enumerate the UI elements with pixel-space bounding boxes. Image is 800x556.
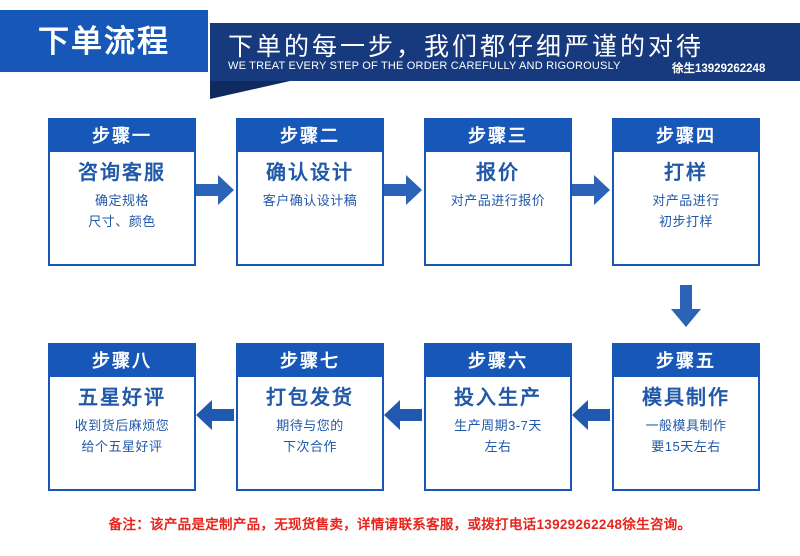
step-card-7: 步骤七 打包发货 期待与您的 下次合作 (236, 343, 384, 491)
arrow-down-4to5-icon (671, 285, 701, 327)
header-ribbon-band (210, 23, 800, 81)
step-5-badge: 步骤五 (614, 345, 758, 377)
step-5-badge-label: 步骤五 (656, 351, 716, 371)
step-3-body: 报价 对产品进行报价 (426, 152, 570, 221)
step-card-4: 步骤四 打样 对产品进行 初步打样 (612, 118, 760, 266)
step-3-badge: 步骤三 (426, 120, 570, 152)
header-title-badge: 下单流程 (0, 10, 208, 72)
step-3-line-1: 对产品进行报价 (450, 193, 546, 208)
step-1-badge-label: 步骤一 (92, 126, 152, 146)
step-7-line-1: 期待与您的 (276, 418, 344, 433)
step-8-body: 五星好评 收到货后麻烦您 给个五星好评 (50, 377, 194, 468)
arrow-left-6to7-icon (384, 400, 422, 430)
step-2-badge: 步骤二 (238, 120, 382, 152)
step-7-title: 打包发货 (266, 387, 354, 409)
step-4-title: 打样 (664, 162, 708, 184)
step-7-body: 打包发货 期待与您的 下次合作 (238, 377, 382, 468)
step-card-5: 步骤五 模具制作 一般模具制作 要15天左右 (612, 343, 760, 491)
step-1-body: 咨询客服 确定规格 尺寸、颜色 (50, 152, 194, 243)
step-1-line-2: 尺寸、颜色 (88, 214, 156, 230)
arrow-right-1to2-icon (196, 175, 234, 205)
step-7-badge: 步骤七 (238, 345, 382, 377)
step-1-title: 咨询客服 (78, 162, 166, 184)
step-6-badge: 步骤六 (426, 345, 570, 377)
step-card-3: 步骤三 报价 对产品进行报价 (424, 118, 572, 266)
step-4-line-2: 初步打样 (658, 214, 713, 230)
header-headline-en: WE TREAT EVERY STEP OF THE ORDER CAREFUL… (228, 60, 621, 72)
step-8-line-2: 给个五星好评 (81, 439, 163, 455)
step-4-body: 打样 对产品进行 初步打样 (614, 152, 758, 243)
step-4-line-1: 对产品进行 (652, 193, 720, 208)
header-contact-phone: 徐生13929262248 (672, 63, 766, 75)
step-card-1: 步骤一 咨询客服 确定规格 尺寸、颜色 (48, 118, 196, 266)
step-7-badge-label: 步骤七 (280, 351, 340, 371)
arrow-left-7to8-icon (196, 400, 234, 430)
arrow-right-3to4-icon (572, 175, 610, 205)
step-4-badge-label: 步骤四 (656, 126, 716, 146)
step-2-badge-label: 步骤二 (280, 126, 340, 146)
step-8-line-1: 收到货后麻烦您 (74, 418, 170, 433)
footer-note: 备注：该产品是定制产品，无现货售卖，详情请联系客服，或拨打电话139292622… (108, 517, 692, 532)
step-card-2: 步骤二 确认设计 客户确认设计稿 (236, 118, 384, 266)
step-2-body: 确认设计 客户确认设计稿 (238, 152, 382, 221)
header-headline-cn: 下单的每一步，我们都仔细严谨的对待 (228, 33, 705, 61)
step-8-badge: 步骤八 (50, 345, 194, 377)
step-6-badge-label: 步骤六 (468, 351, 528, 371)
step-5-title: 模具制作 (642, 387, 730, 409)
step-1-line-1: 确定规格 (94, 193, 149, 208)
arrow-right-2to3-icon (384, 175, 422, 205)
step-2-line-1: 客户确认设计稿 (262, 193, 358, 208)
step-5-body: 模具制作 一般模具制作 要15天左右 (614, 377, 758, 468)
step-3-badge-label: 步骤三 (468, 126, 528, 146)
step-2-title: 确认设计 (266, 162, 354, 184)
page-header: 下单流程 下单的每一步，我们都仔细严谨的对待 WE TREAT EVERY ST… (0, 0, 800, 99)
step-4-badge: 步骤四 (614, 120, 758, 152)
step-8-title: 五星好评 (78, 387, 166, 409)
step-6-line-1: 生产周期3-7天 (454, 418, 542, 433)
step-6-line-2: 左右 (484, 439, 512, 455)
step-7-line-2: 下次合作 (282, 439, 337, 455)
arrow-left-5to6-icon (572, 400, 610, 430)
step-3-title: 报价 (476, 162, 520, 184)
page-title: 下单流程 (38, 23, 170, 59)
step-5-line-1: 一般模具制作 (645, 418, 727, 433)
step-card-8: 步骤八 五星好评 收到货后麻烦您 给个五星好评 (48, 343, 196, 491)
step-1-badge: 步骤一 (50, 120, 194, 152)
step-8-badge-label: 步骤八 (92, 351, 152, 371)
step-6-title: 投入生产 (454, 387, 542, 409)
step-card-6: 步骤六 投入生产 生产周期3-7天 左右 (424, 343, 572, 491)
step-5-line-2: 要15天左右 (651, 439, 721, 455)
step-6-body: 投入生产 生产周期3-7天 左右 (426, 377, 570, 468)
